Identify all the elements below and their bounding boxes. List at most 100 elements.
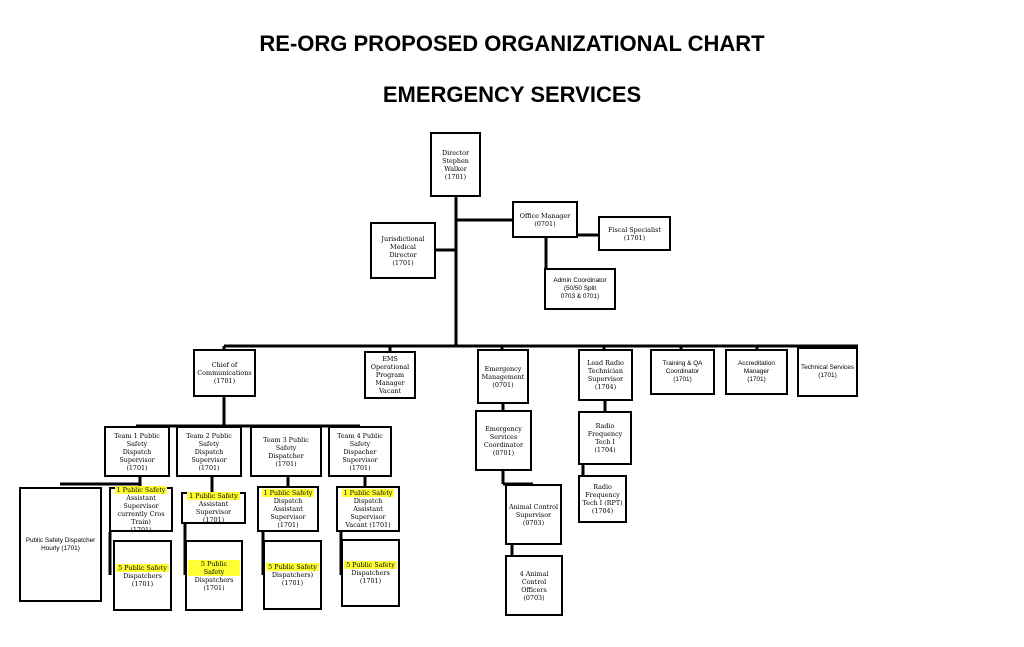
medical-director-box: Jurisdictional Medical Director (1701) — [370, 222, 436, 279]
node-line: (1701) — [673, 376, 692, 383]
node-line: (1701) — [202, 516, 225, 524]
node-line: Vacant (1701) — [345, 521, 391, 529]
assistant-supervisor-4-box: 1 Public Safety Dispatch Assistant Super… — [336, 486, 400, 532]
dispatchers-1-box: 5 Public Safety Dispatchers (1701) — [113, 540, 172, 611]
fiscal-specialist-box: Fiscal Specialist (1701) — [598, 216, 671, 251]
node-line: currently Cros Train) — [117, 509, 165, 526]
highlight-text: 5 Public Safety — [116, 563, 169, 572]
technical-services-box: Technical Services (1701) — [797, 347, 858, 397]
node-line: (1701) — [198, 463, 220, 472]
node-line: Assistant Supervisor — [195, 500, 232, 516]
node-line: Dispatch — [273, 497, 303, 505]
node-line: Emergency — [484, 364, 522, 373]
node-line: Radio Frequency — [587, 422, 623, 438]
node-line: Radio Frequency — [585, 483, 620, 499]
node-line: Dispacher Supervisor — [342, 447, 378, 464]
node-line: (1701) — [275, 459, 297, 468]
assistant-supervisor-2-box: 1 Public Safety Assistant Supervisor (17… — [181, 492, 246, 524]
assistant-supervisor-3-box: 1 Public Safety Dispatch Assistant Super… — [257, 486, 319, 532]
node-line: Dispatch Supervisor — [191, 447, 227, 464]
node-line: Vacant — [379, 387, 401, 395]
node-line: Office Manager — [519, 211, 571, 220]
animal-control-officers-box: 4 Animal Control Officers (0703) — [505, 555, 563, 616]
training-qa-box: Training & QA Coordinator (1701) — [650, 349, 715, 395]
page-title: RE-ORG PROPOSED ORGANIZATIONAL CHART — [259, 31, 765, 56]
node-line: (1701) — [623, 233, 646, 242]
node-line: Admin Coordinator — [553, 277, 607, 284]
node-line: (1704) — [591, 507, 614, 515]
node-line: Animal Control — [508, 502, 559, 511]
node-line: Technical Services — [801, 364, 854, 371]
page-subtitle: EMERGENCY SERVICES — [382, 82, 642, 107]
node-line: Manager — [743, 368, 770, 375]
node-line: Dispatcher — [268, 451, 304, 460]
rf-tech-rpt-box: Radio Frequency Tech I (RPT) (1704) — [578, 475, 627, 523]
node-line: Lead Radio — [587, 359, 624, 367]
lead-radio-box: Lead Radio Technician Supervisor (1704) — [578, 349, 633, 401]
node-line: (1701) — [392, 258, 414, 267]
node-line: Assistant Supervisor — [350, 505, 386, 521]
highlight-text: 1 Public Safety — [187, 492, 240, 500]
ems-manager-box: EMS Operational Program Manager Vacant — [364, 351, 416, 399]
node-line: (1701) — [277, 521, 299, 529]
dispatchers-4-box: 5 Public Safety Dispatchers (1701) — [341, 539, 400, 607]
node-line: (1701) — [818, 372, 837, 379]
node-line: (0701) — [534, 219, 556, 228]
node-line: (1701) — [281, 579, 304, 587]
node-line: Services — [489, 432, 518, 441]
node-line: Assistant Supervisor — [123, 493, 159, 510]
director-box: Director Stephen Walker (1701) — [430, 132, 481, 197]
es-coordinator-box: Emergency Services Coordinator (0701) — [475, 410, 532, 471]
accreditation-box: Accreditation Manager (1701) — [725, 349, 788, 395]
emergency-management-box: Emergency Management (0701) — [477, 349, 529, 404]
director-title: Director — [441, 148, 470, 157]
node-line: Fiscal Specialist — [608, 225, 661, 234]
psd-hourly-box: Public Safety Dispatcher Hourly (1701) — [19, 487, 102, 602]
node-line: EMS Operational — [370, 355, 410, 371]
node-line: (50/50 Split — [563, 285, 597, 292]
node-line: Dispatchers (1701) — [123, 571, 162, 588]
node-line: Dispatchers (1701) — [194, 575, 234, 592]
node-line: Public Safety Dispatcher — [25, 536, 96, 544]
team4-box: Team 4 Public Safety Dispacher Superviso… — [328, 426, 392, 477]
node-line: 4 Animal Control — [519, 569, 549, 586]
node-line: Assistant Supervisor — [270, 505, 306, 521]
node-line: (0701) — [492, 380, 514, 389]
admin-coordinator-box: Admin Coordinator (50/50 Split 0703 & 07… — [544, 268, 616, 310]
node-line: Training & QA — [662, 360, 703, 367]
team1-box: Team 1 Public Safety Dispatch Supervisor… — [104, 426, 170, 477]
node-line: (1701) — [349, 463, 371, 472]
animal-control-supervisor-box: Animal Control Supervisor (0703) — [505, 484, 562, 545]
node-line: (0701) — [492, 448, 515, 457]
highlight-text: 5 Public Safety — [344, 561, 397, 569]
node-line: Hourly (1701) — [41, 544, 80, 552]
dispatchers-3-box: 5 Public Safety Dispatchers) (1701) — [263, 540, 322, 610]
node-line: (1701) — [126, 463, 148, 472]
node-line: Management — [481, 372, 525, 381]
team2-box: Team 2 Public Safety Dispatch Supervisor… — [176, 426, 242, 477]
highlight-text: 1 Public Safety — [114, 485, 168, 494]
node-line: Coordinator — [665, 368, 700, 375]
highlight-text: 5 Public Safety — [266, 563, 319, 571]
highlight-text: 1 Public Safety — [261, 489, 315, 497]
node-line: Accreditation — [738, 360, 775, 367]
node-line: (1701) — [213, 377, 236, 385]
highlight-text: 5 Public Safety — [188, 559, 240, 576]
dispatchers-2-box: 5 Public Safety Dispatchers (1701) — [185, 540, 243, 611]
node-line: Emergency — [485, 424, 522, 433]
assistant-supervisor-1-box: 1 Public Safety Assistant Supervisor cur… — [109, 485, 173, 534]
node-line: Supervisor — [515, 510, 552, 519]
node-line: (1701) — [130, 525, 152, 534]
node-line: Team 2 Public Safety — [186, 431, 232, 448]
chief-communications-box: Chief of Communications (1701) — [193, 349, 256, 397]
node-line: 0703 & 0701) — [560, 293, 600, 300]
node-line: Coordinator — [483, 440, 524, 449]
director-code: (1701) — [444, 172, 467, 181]
rf-tech-1-box: Radio Frequency Tech I (1704) — [578, 411, 632, 465]
node-line: Program Manager — [375, 371, 405, 387]
node-line: Tech I — [595, 438, 615, 446]
node-line: Dispatchers — [351, 569, 390, 577]
node-line: Tech I (RPT) — [582, 499, 623, 507]
node-line: Chief of — [211, 361, 238, 369]
node-line: Team 3 Public Safety — [263, 435, 309, 452]
